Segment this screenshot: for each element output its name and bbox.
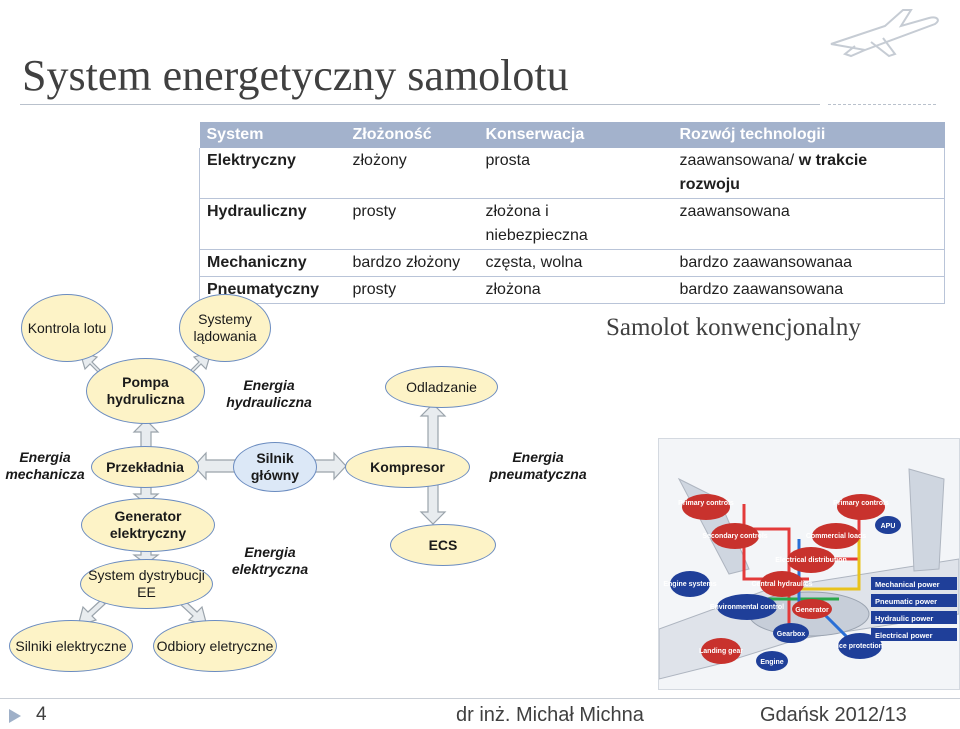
cell-text-bold: rozwoju (679, 176, 740, 193)
callout-engine-systems: Engine systems (663, 581, 716, 588)
table-cell: prosty (345, 198, 479, 250)
arrow-kompresor-ecs (419, 483, 447, 525)
footer-place-date: Gdańsk 2012/13 (760, 704, 907, 726)
table-cell: złożona (478, 276, 673, 304)
column-header: Złożoność (345, 122, 479, 148)
callout-ice-protection: Ice protection (837, 643, 883, 650)
table-cell: bardzo zaawansowanaa (672, 249, 945, 277)
table-row: Elektryczny złożony prosta zaawansowana/… (199, 148, 945, 199)
node-kontrola-lotu: Kontrola lotu (21, 294, 113, 362)
callout-generator: Generator (795, 607, 829, 614)
node-odladzanie: Odladzanie (385, 366, 498, 408)
label-energia-hydrauliczna: Energia hydrauliczna (226, 377, 312, 410)
legend-pneumatic: Pneumatic power (875, 597, 937, 606)
node-generator-elektryczny: Generator elektryczny (81, 498, 215, 552)
node-systemy-ladowania: Systemy lądowania (179, 294, 271, 362)
airplane-logo-icon (830, 9, 939, 58)
callout-engine: Engine (760, 659, 783, 666)
table-header-row: System Złożoność Konserwacja Rozwój tech… (199, 122, 945, 148)
callout-gearbox: Gearbox (777, 631, 806, 638)
footer-divider (0, 698, 960, 699)
column-header: System (199, 122, 346, 148)
arrow-silnik-kompresor (312, 451, 347, 481)
title-divider (20, 104, 820, 105)
cell-text: niebezpieczna (485, 227, 588, 244)
callout-landing-gear: Landing gear (699, 648, 743, 655)
node-system-dystrybucji: System dystrybucji EE (80, 559, 213, 609)
table-cell: zaawansowana/ w trakcie rozwoju (672, 148, 945, 199)
table-cell: bardzo zaawansowana (672, 276, 945, 304)
legend-hydraulic: Hydraulic power (875, 614, 933, 623)
cell-text-bold: w trakcie (798, 152, 868, 169)
legend-mechanical: Mechanical power (875, 580, 940, 589)
column-header: Konserwacja (478, 122, 673, 148)
table-row: Hydrauliczny prosty złożona i niebezpiecz… (199, 198, 945, 250)
table-cell: zaawansowana (672, 198, 945, 250)
section-subtitle: Samolot konwencjonalny (606, 314, 861, 341)
table-cell: częsta, wolna (478, 249, 673, 277)
table-cell: Elektryczny (199, 148, 346, 199)
title-divider-dashed (828, 104, 936, 106)
cell-text: złożona i (485, 203, 549, 220)
label-energia-elektryczna: Energia elektryczna (231, 544, 309, 577)
table-cell: złożony (345, 148, 479, 199)
table-cell: prosty (345, 276, 479, 304)
slide-marker-icon (9, 709, 21, 723)
legend-electrical: Electrical power (875, 631, 933, 640)
callout-commercial: Commercial loads (806, 533, 866, 540)
table-cell: prosta (478, 148, 673, 199)
node-pompa-hydruliczna: Pompa hydruliczna (86, 358, 205, 424)
label-energia-pneumatyczna: Energia pneumatyczna (489, 449, 587, 482)
node-przekladnia: Przekładnia (91, 446, 199, 488)
callout-central-hydraulics: Central hydraulics (751, 581, 812, 588)
node-silniki-elektryczne: Silniki elektryczne (9, 620, 133, 672)
page-number: 4 (36, 704, 47, 725)
node-odbiory-elektryczne: Odbiory eletryczne (153, 620, 277, 672)
arrow-kompresor-odladzanie (419, 403, 447, 451)
table-row: Mechaniczny bardzo złożony częsta, wolna… (199, 249, 945, 277)
label-energia-mechaniczna: Energia mechanicza (5, 449, 85, 482)
cell-text: zaawansowana/ (679, 152, 795, 169)
callout-electrical: Electrical distribution (775, 557, 847, 564)
node-ecs: ECS (390, 524, 496, 566)
table-cell: Mechaniczny (199, 249, 346, 277)
arrow-silnik-przekladnia (193, 451, 237, 481)
table-cell: Hydrauliczny (199, 198, 346, 250)
table-row: Pneumatyczny prosty złożona bardzo zaawa… (199, 276, 945, 304)
aircraft-systems-illustration: Primary controls Primary controls Second… (658, 438, 960, 690)
callout-primary-left: Primary controls (678, 500, 734, 507)
callout-secondary: Secondary controls (702, 533, 767, 540)
footer-author: dr inż. Michał Michna (456, 704, 644, 726)
table-cell: bardzo złożony (345, 249, 479, 277)
callout-environmental: Environmental control (710, 604, 784, 611)
callout-primary-right: Primary controls (833, 500, 889, 507)
node-kompresor: Kompresor (345, 446, 470, 488)
table-cell: złożona i niebezpieczna (478, 198, 673, 250)
node-silnik-glowny: Silnik główny (233, 442, 317, 492)
column-header: Rozwój technologii (672, 122, 945, 148)
comparison-table: System Złożoność Konserwacja Rozwój tech… (199, 122, 945, 304)
aircraft-illustration-svg: Primary controls Primary controls Second… (659, 468, 959, 680)
page-title: System energetyczny samolotu (22, 51, 569, 100)
callout-apu: APU (881, 523, 896, 530)
